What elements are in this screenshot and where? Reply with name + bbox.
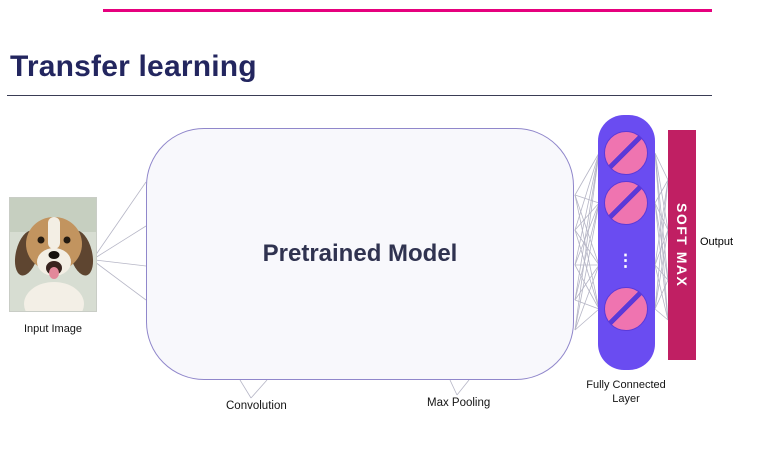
output-label: Output [700, 236, 734, 248]
softmax-label: SOFT MAX [674, 202, 690, 288]
neuron-icon [604, 181, 648, 225]
pretrained-model-box: Pretrained Model [146, 128, 574, 380]
title-underline [7, 95, 712, 96]
softmax-bar: SOFT MAX [668, 130, 696, 360]
pretrained-model-label: Pretrained Model [262, 240, 458, 267]
input-image [9, 197, 97, 312]
dog-photo-icon [10, 198, 96, 311]
page-title: Transfer learning [10, 50, 257, 83]
fully-connected-label: Fully Connected Layer [586, 379, 666, 406]
neuron-icon [604, 287, 648, 331]
accent-line [103, 9, 712, 12]
convolution-label: Convolution [226, 400, 287, 412]
neuron-icon [604, 131, 648, 175]
ellipsis-dots: ⋮ [617, 251, 636, 270]
input-image-label: Input Image [23, 323, 83, 335]
fully-connected-layer: ⋮ [598, 115, 655, 370]
maxpooling-label: Max Pooling [427, 397, 491, 409]
